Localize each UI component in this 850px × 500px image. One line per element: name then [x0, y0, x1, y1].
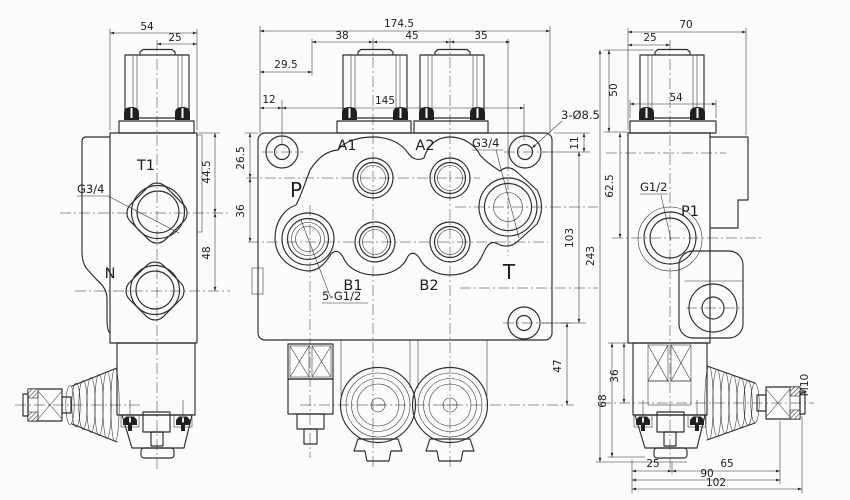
front-cap2-flange [413, 120, 489, 134]
dim-right-handle-span: 90 [700, 468, 713, 480]
front-view-lower [287, 339, 489, 462]
left-view-handle [22, 367, 120, 443]
port-n-inner [135, 270, 175, 310]
label-port-a2: A2 [415, 138, 434, 154]
port-p1-inner [649, 217, 691, 259]
left-cap-flange [118, 120, 195, 134]
left-view-centerlines [15, 40, 230, 470]
port-p1-outer [643, 211, 697, 265]
left-view-lower [116, 342, 196, 459]
front-view: 174.5 38 45 35 29.5 12 145 26.5 36 11 10… [235, 18, 600, 468]
dim-front-cap-pitch: 45 [405, 30, 418, 42]
label-thread-m10: M10 [799, 374, 811, 396]
port-t [478, 177, 538, 237]
right-cap-flange [629, 120, 717, 134]
left-view-body [81, 132, 203, 344]
dim-front-row1: 26.5 [235, 146, 247, 169]
right-view-labels: G1/2 P1 M10 [639, 180, 811, 396]
port-b1 [354, 221, 396, 263]
dim-left-cap-offset: 25 [168, 32, 181, 44]
dim-right-cap-height: 50 [608, 83, 620, 96]
label-port-t: T [502, 260, 516, 284]
port-n-outer [129, 264, 181, 316]
dim-right-cap-offset: 25 [643, 32, 656, 44]
port-p1-boss [637, 206, 703, 272]
dim-front-hole-vpitch: 103 [564, 228, 576, 248]
front-view-labels: A1 A2 P B1 B2 T G3/4 3-Ø8.5 5-G1/2 [290, 108, 600, 304]
right-view-lower [632, 342, 708, 459]
label-left-g34: G3/4 [77, 182, 104, 196]
dim-front-t-offset: 35 [474, 30, 487, 42]
label-port-p: P [290, 178, 302, 202]
relief-valve [287, 343, 334, 445]
label-port-p1: P1 [681, 204, 699, 220]
dim-right-total-span: 102 [706, 477, 726, 489]
dim-right-p1-drop: 62.5 [604, 174, 616, 197]
lever-bracket [678, 250, 744, 339]
port-p [281, 212, 335, 266]
dim-right-bottom-height: 68 [597, 394, 609, 407]
front-cap1-flange [336, 120, 412, 134]
mount-hole-tr [516, 143, 534, 161]
label-port-b2: B2 [419, 278, 438, 294]
gasket-face-outline [274, 136, 543, 276]
label-work-ports: 5-G1/2 [322, 289, 361, 303]
mount-hole-boss-br [507, 306, 541, 340]
left-side-view: 54 25 44.5 48 T1 G3/4 N [15, 21, 230, 470]
label-port-n: N [105, 266, 116, 282]
mount-hole-boss-tr [508, 135, 542, 169]
dim-front-row-pitch: 36 [235, 204, 247, 218]
dim-front-boot-drop: 47 [552, 359, 564, 372]
dim-front-left-margin: 29.5 [274, 59, 297, 71]
label-port-t1: T1 [136, 158, 155, 174]
port-t1-inner [136, 190, 180, 234]
dim-right-overall-height: 243 [585, 246, 597, 266]
front-view-centerlines [246, 38, 598, 468]
right-view-dimensions: 70 25 50 54 62.5 243 36 68 25 65 90 102 [585, 19, 803, 494]
label-right-g12: G1/2 [640, 180, 667, 194]
dim-left-overall-width: 54 [140, 21, 154, 33]
dim-front-cap1: 38 [335, 30, 348, 42]
dim-front-hole-pitch: 145 [375, 95, 395, 107]
port-a1 [352, 157, 394, 199]
dim-right-handle-length: 65 [720, 458, 733, 470]
label-mount-holes: 3-Ø8.5 [561, 108, 600, 122]
dim-front-overall: 174.5 [384, 18, 414, 30]
dim-right-overall-width: 70 [679, 19, 692, 31]
pivot-boss [688, 283, 738, 333]
mount-hole-br [515, 314, 533, 332]
front-view-body [251, 132, 553, 341]
port-t1-outer [130, 184, 186, 240]
label-port-b1: B1 [343, 278, 362, 294]
left-view-dimensions: 54 25 44.5 48 [109, 21, 221, 292]
dim-front-hole-top: 11 [569, 136, 581, 149]
dim-right-lever-drop: 36 [609, 369, 621, 383]
dim-left-port-spacing: 48 [201, 246, 213, 259]
dim-right-flange-width: 54 [669, 92, 683, 104]
dim-right-foot-offset: 25 [646, 458, 659, 470]
dim-left-t1-drop: 44.5 [201, 160, 213, 183]
right-view-handle [704, 365, 806, 441]
front-view-dimensions: 174.5 38 45 35 29.5 12 145 26.5 36 11 10… [235, 18, 591, 406]
label-front-g34: G3/4 [472, 136, 499, 150]
right-side-view: 70 25 50 54 62.5 243 36 68 25 65 90 102 [585, 19, 814, 494]
pivot-hole [701, 296, 725, 320]
port-b2 [429, 221, 471, 263]
port-a2 [429, 157, 471, 199]
label-port-a1: A1 [337, 138, 356, 154]
dim-front-hole-margin: 12 [262, 94, 275, 106]
left-view-labels: T1 G3/4 N [76, 158, 180, 282]
